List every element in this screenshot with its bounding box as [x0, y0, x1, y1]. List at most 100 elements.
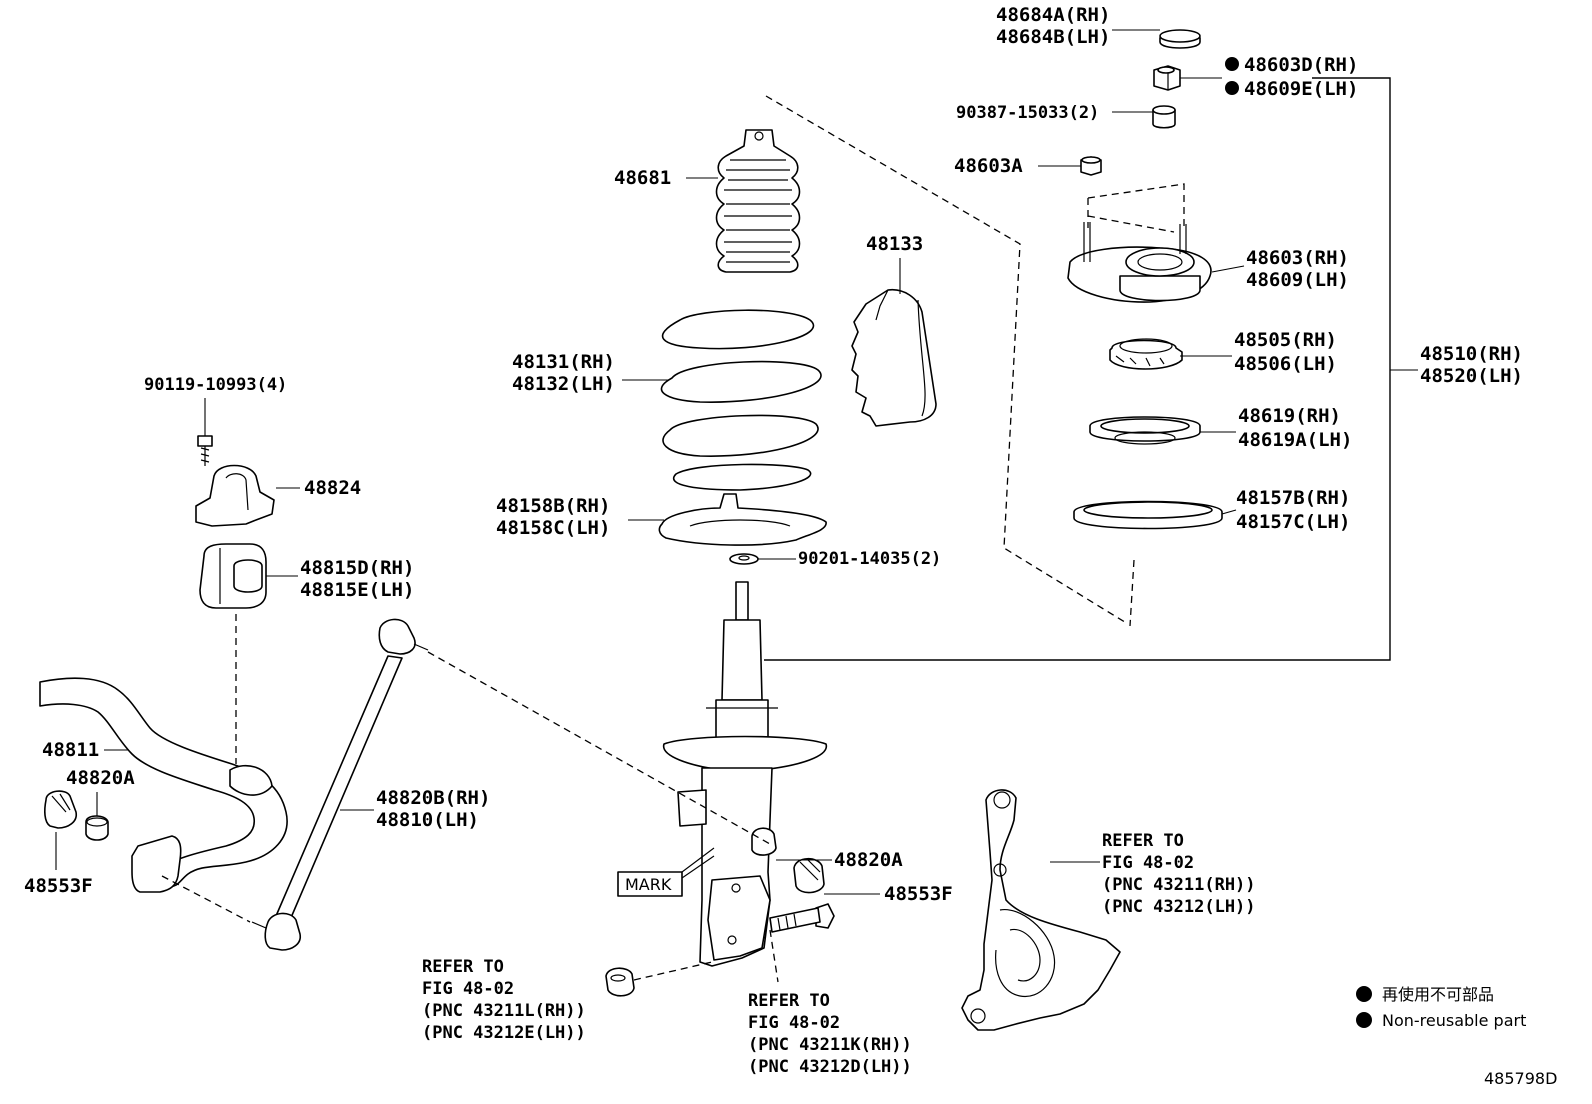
svg-text:(PNC 43212E(LH)): (PNC 43212E(LH))	[422, 1023, 586, 1043]
guide-nut-to-strut	[633, 961, 713, 981]
legend-dot	[1356, 1012, 1372, 1028]
svg-text:48158B(RH): 48158B(RH)	[496, 495, 610, 517]
svg-text:FIG 48-02: FIG 48-02	[748, 1013, 840, 1033]
label-48603d: 48603D(RH) 48609E(LH)	[1244, 54, 1358, 100]
stabilizer-bar-48811	[39, 677, 288, 893]
stabilizer-link-48820b	[251, 618, 429, 951]
svg-text:48810(LH): 48810(LH)	[376, 809, 479, 831]
guide-support-stack	[1129, 559, 1135, 627]
legend: 再使用不可部品 Non-reusable part	[1356, 985, 1526, 1030]
label-48553f-left: 48553F	[24, 875, 93, 897]
svg-text:48157B(RH): 48157B(RH)	[1236, 487, 1350, 509]
label-90201: 90201-14035(2)	[798, 549, 941, 569]
nut-48553f-right	[793, 857, 825, 894]
legend-jp: 再使用不可部品	[1382, 985, 1494, 1004]
nut-48820a-right	[751, 827, 777, 856]
bushing-48815	[199, 543, 267, 609]
label-48505: 48505(RH) 48506(LH)	[1234, 329, 1337, 375]
label-90387: 90387-15033(2)	[956, 103, 1099, 123]
svg-text:REFER TO: REFER TO	[748, 991, 830, 1011]
insulator-48619	[1089, 416, 1201, 445]
label-48603a: 48603A	[954, 155, 1023, 177]
washer-90201	[729, 553, 759, 565]
svg-text:REFER TO: REFER TO	[422, 957, 504, 977]
label-48820a-left: 48820A	[66, 767, 135, 789]
label-48820a-right: 48820A	[834, 849, 903, 871]
label-48681: 48681	[614, 167, 671, 189]
dashed-stud-box	[1087, 183, 1185, 233]
label-48619: 48619(RH) 48619A(LH)	[1238, 405, 1352, 451]
spring-cover-48133	[851, 288, 937, 427]
label-48811: 48811	[42, 739, 99, 761]
bolt-90119	[197, 435, 213, 466]
guide-boot-to-support	[765, 95, 1129, 625]
assembly-bracket-48510	[764, 77, 1391, 661]
cap-48684	[1159, 29, 1201, 49]
legend-dot	[1356, 986, 1372, 1002]
upper-support-48603	[1067, 222, 1212, 303]
svg-text:48619(RH): 48619(RH)	[1238, 405, 1341, 427]
svg-text:48603(RH): 48603(RH)	[1246, 247, 1349, 269]
svg-text:(PNC 43212(LH)): (PNC 43212(LH))	[1102, 897, 1256, 917]
insulator-48157	[1073, 500, 1223, 530]
svg-text:FIG 48-02: FIG 48-02	[422, 979, 514, 999]
svg-text:48505(RH): 48505(RH)	[1234, 329, 1337, 351]
svg-text:(PNC 43212D(LH)): (PNC 43212D(LH))	[748, 1057, 912, 1077]
label-48158: 48158B(RH) 48158C(LH)	[496, 495, 610, 539]
svg-text:48609E(LH): 48609E(LH)	[1244, 78, 1358, 100]
svg-text:48820B(RH): 48820B(RH)	[376, 787, 490, 809]
svg-text:(PNC 43211K(RH)): (PNC 43211K(RH))	[748, 1035, 912, 1055]
svg-text:48158C(LH): 48158C(LH)	[496, 517, 610, 539]
shock-absorber-strut	[663, 581, 828, 967]
svg-text:48815D(RH): 48815D(RH)	[300, 557, 414, 579]
mark-callout: MARK	[617, 847, 715, 897]
guide-bar-to-link	[161, 875, 251, 923]
guide-bolt-to-strut	[769, 929, 779, 983]
svg-text:48603D(RH): 48603D(RH)	[1244, 54, 1358, 76]
label-48684: 48684A(RH) 48684B(LH)	[996, 4, 1110, 48]
ref-bottom-left: REFER TO FIG 48-02 (PNC 43211L(RH)) (PNC…	[422, 957, 586, 1043]
svg-text:48619A(LH): 48619A(LH)	[1238, 429, 1352, 451]
label-90119: 90119-10993(4)	[144, 375, 287, 395]
svg-text:48684B(LH): 48684B(LH)	[996, 26, 1110, 48]
label-48553f-right: 48553F	[884, 883, 953, 905]
label-48510: 48510(RH) 48520(LH)	[1420, 343, 1523, 387]
svg-text:FIG 48-02: FIG 48-02	[1102, 853, 1194, 873]
spring-seat-48158	[658, 493, 827, 546]
non-reusable-dot	[1225, 81, 1239, 95]
nut-48603d	[1153, 65, 1181, 91]
svg-text:48609(LH): 48609(LH)	[1246, 269, 1349, 291]
label-48131: 48131(RH) 48132(LH)	[512, 351, 615, 395]
steering-knuckle	[961, 789, 1121, 1031]
leader-lines	[55, 29, 1245, 895]
svg-text:(PNC 43211(RH)): (PNC 43211(RH))	[1102, 875, 1256, 895]
ref-bottom-mid: REFER TO FIG 48-02 (PNC 43211K(RH)) (PNC…	[748, 991, 912, 1077]
guide-link-to-strut	[427, 651, 771, 845]
nut-48553f-left	[44, 790, 78, 829]
svg-text:48132(LH): 48132(LH)	[512, 373, 615, 395]
bearing-48505	[1109, 338, 1183, 370]
svg-text:48506(LH): 48506(LH)	[1234, 353, 1337, 375]
bolt-lower-strut	[769, 903, 835, 933]
svg-text:48131(RH): 48131(RH)	[512, 351, 615, 373]
collar-90387	[1152, 105, 1176, 129]
mark-label: MARK	[625, 875, 672, 894]
svg-text:48520(LH): 48520(LH)	[1420, 365, 1523, 387]
label-48820b: 48820B(RH) 48810(LH)	[376, 787, 490, 831]
svg-text:48684A(RH): 48684A(RH)	[996, 4, 1110, 26]
ref-knuckle: REFER TO FIG 48-02 (PNC 43211(RH)) (PNC …	[1102, 831, 1256, 917]
bracket-48824	[195, 464, 275, 527]
nut-48603a	[1080, 156, 1102, 176]
legend-en: Non-reusable part	[1382, 1011, 1526, 1030]
label-48603: 48603(RH) 48609(LH)	[1246, 247, 1349, 291]
non-reusable-dot	[1225, 57, 1239, 71]
label-48824: 48824	[304, 477, 361, 499]
svg-text:48815E(LH): 48815E(LH)	[300, 579, 414, 601]
label-48815: 48815D(RH) 48815E(LH)	[300, 557, 414, 601]
svg-text:48510(RH): 48510(RH)	[1420, 343, 1523, 365]
figure-id: 485798D	[1484, 1069, 1557, 1088]
nut-48820a-left	[85, 815, 109, 841]
label-48157: 48157B(RH) 48157C(LH)	[1236, 487, 1350, 533]
svg-text:(PNC 43211L(RH)): (PNC 43211L(RH))	[422, 1001, 586, 1021]
